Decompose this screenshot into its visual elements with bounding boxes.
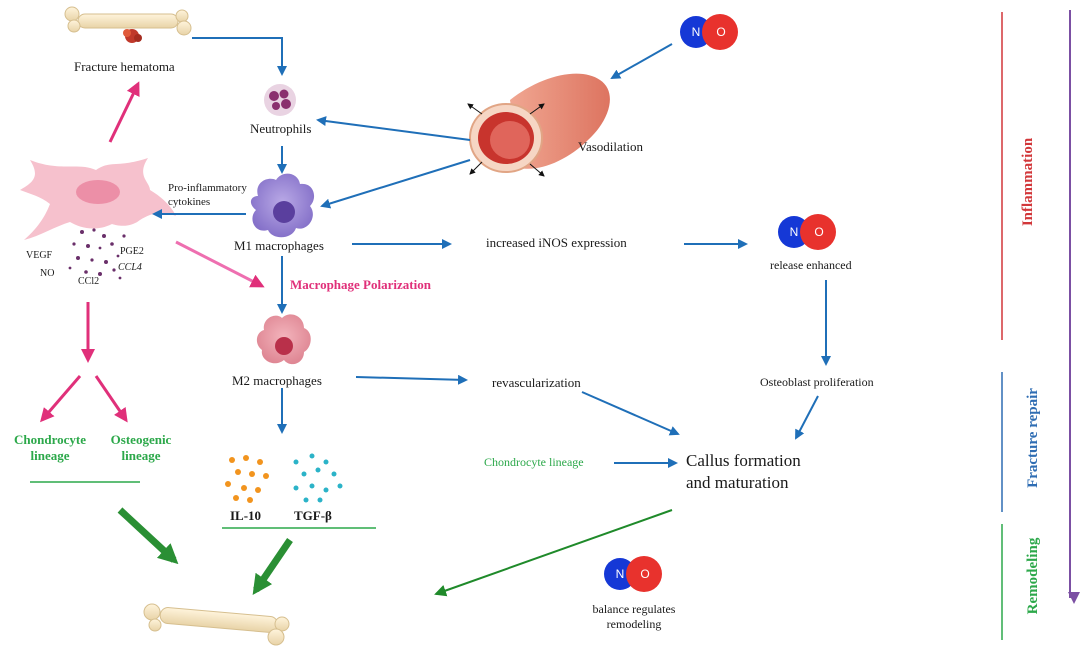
m1-macrophages-label: M1 macrophages (234, 238, 324, 253)
il10-label: IL-10 (230, 508, 262, 523)
pro-inflammatory-label: Pro-inflammatory (168, 182, 247, 194)
osteogenic-line-2: lineage (121, 448, 161, 463)
tgfb-dots (293, 453, 343, 503)
healed-bone-icon (143, 603, 290, 646)
blue-arrows (152, 37, 831, 468)
cytokine-dots (68, 228, 126, 280)
chondrocyte-line-1: Chondrocyte (14, 432, 86, 447)
phase-fracture-repair-label: Fracture repair (1025, 388, 1041, 488)
inflammatory-cell-icon (20, 158, 176, 240)
no-molecule-icon-right: N O (778, 214, 836, 250)
vegf-label: VEGF (26, 250, 53, 261)
tgfb-label: TGF-β (294, 508, 332, 523)
osteoblast-proliferation-label: Osteoblast proliferation (760, 375, 874, 389)
blood-vessel-icon (467, 73, 610, 177)
no-molecule-icon-top: N O (680, 14, 738, 50)
balance-regulates-label: balance regulates remodeling (574, 602, 694, 632)
balance-line-2: remodeling (606, 617, 662, 631)
ccl4-label: CCL4 (118, 262, 142, 273)
pge2-label: PGE2 (120, 246, 144, 257)
neutrophil-icon (264, 84, 296, 116)
vasodilation-label: Vasodilation (578, 139, 643, 154)
svg-text:N: N (616, 567, 625, 581)
svg-text:O: O (814, 225, 823, 239)
callus-formation-label: Callus formation and maturation (686, 450, 801, 494)
phase-inflammation-label: Inflammation (1020, 137, 1036, 227)
chondrocyte-lineage-left-label: Chondrocyte lineage (2, 432, 98, 464)
no-small-label: NO (40, 268, 55, 279)
release-enhanced-label: release enhanced (770, 258, 852, 272)
macrophage-polarization-label: Macrophage Polarization (290, 277, 431, 292)
osteogenic-lineage-label: Osteogenic lineage (96, 432, 186, 464)
neutrophils-label: Neutrophils (250, 121, 312, 136)
m2-macrophages-label: M2 macrophages (232, 373, 322, 388)
increased-inos-label: increased iNOS expression (486, 235, 627, 250)
pink-arrows (40, 81, 265, 423)
phase-remodeling-label: Remodeling (1025, 537, 1041, 615)
no-molecule-icon-bottom: N O (604, 556, 662, 592)
svg-text:N: N (692, 25, 701, 39)
osteogenic-line-1: Osteogenic (110, 432, 172, 447)
m1-macrophage-icon (250, 173, 315, 238)
revascularization-label: revascularization (492, 375, 581, 390)
callus-line-1: Callus formation (686, 451, 801, 470)
svg-text:O: O (640, 567, 649, 581)
fractured-bone-icon (64, 6, 192, 43)
m2-macrophage-icon (256, 314, 311, 365)
svg-text:N: N (790, 225, 799, 239)
ccl2-label: CCl2 (78, 276, 100, 287)
green-arrows (117, 507, 673, 597)
chondrocyte-lineage-mid-label: Chondrocyte lineage (484, 455, 584, 469)
balance-line-1: balance regulates (592, 602, 676, 616)
fracture-hematoma-label: Fracture hematoma (74, 59, 175, 74)
cytokines-label: cytokines (168, 196, 211, 208)
il10-dots (225, 455, 269, 503)
callus-line-2: and maturation (686, 473, 789, 492)
svg-text:O: O (716, 25, 725, 39)
chondrocyte-line-2: lineage (30, 448, 70, 463)
